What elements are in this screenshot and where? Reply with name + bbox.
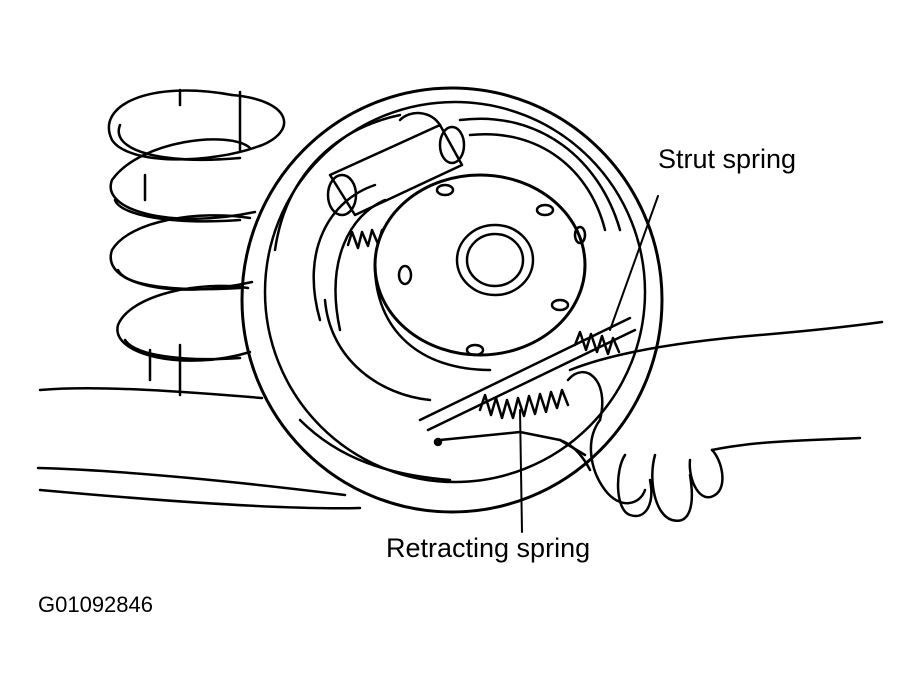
strut-spring-label: Strut spring — [658, 144, 797, 174]
suspension-coil-spring — [109, 90, 284, 395]
hand-with-pliers — [435, 322, 882, 521]
retracting-spring-label: Retracting spring — [386, 533, 591, 563]
upper-spring — [348, 230, 382, 248]
backing-plate — [242, 88, 662, 512]
strut-bar — [420, 318, 635, 430]
axle-arm — [38, 388, 360, 508]
wheel-hub — [375, 175, 585, 370]
leader-lines — [520, 196, 658, 532]
brake-shoes — [314, 119, 620, 400]
retracting-spring — [480, 390, 568, 418]
figure-code: G01092846 — [38, 592, 153, 617]
strut-spring — [575, 332, 619, 354]
